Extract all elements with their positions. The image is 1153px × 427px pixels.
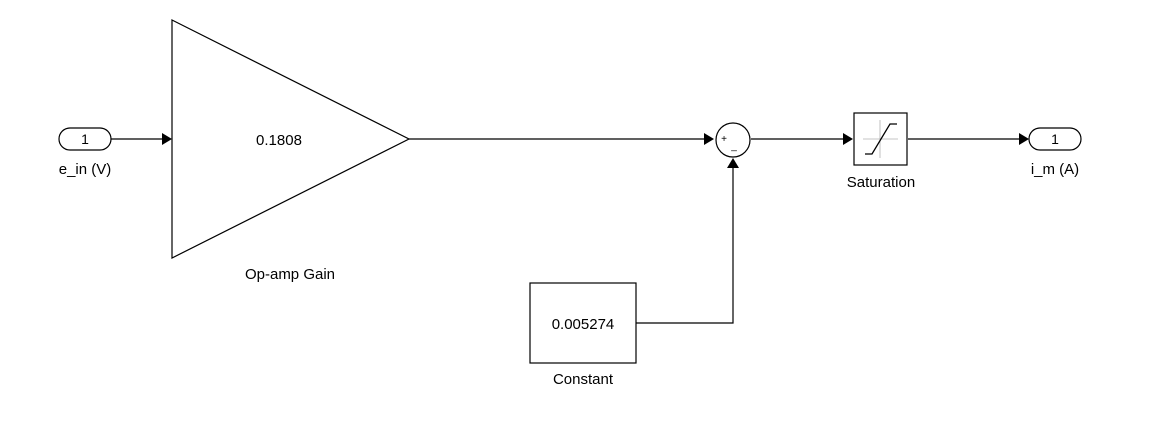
outport-label: i_m (A) bbox=[1031, 161, 1079, 178]
sum-circle[interactable] bbox=[715, 122, 751, 158]
gain-label: Op-amp Gain bbox=[245, 266, 335, 283]
signal-lines bbox=[111, 133, 1029, 324]
inport-block[interactable]: 1 e_in (V) bbox=[58, 127, 112, 178]
constant-value: 0.005274 bbox=[552, 316, 615, 333]
saturation-block[interactable]: Saturation bbox=[847, 112, 915, 191]
wire-saturation-to-outport-arrow bbox=[1019, 133, 1029, 145]
sum-minus-sign: _ bbox=[730, 141, 737, 152]
outport-shape[interactable] bbox=[1028, 127, 1082, 151]
saturation-icon bbox=[863, 120, 898, 158]
inport-number: 1 bbox=[81, 131, 89, 147]
gain-triangle[interactable] bbox=[171, 19, 411, 259]
constant-label: Constant bbox=[553, 371, 614, 388]
wire-sum-to-saturation-arrow bbox=[843, 133, 853, 145]
inport-label: e_in (V) bbox=[59, 161, 112, 178]
wire-inport-to-gain-arrow bbox=[162, 133, 172, 145]
gain-value: 0.1808 bbox=[256, 132, 302, 149]
outport-block[interactable]: 1 i_m (A) bbox=[1028, 127, 1082, 178]
constant-block[interactable]: 0.005274 Constant bbox=[529, 282, 637, 388]
constant-box[interactable] bbox=[529, 282, 637, 364]
outport-number: 1 bbox=[1051, 131, 1059, 147]
gain-block[interactable]: 0.1808 Op-amp Gain bbox=[171, 19, 411, 283]
saturation-label: Saturation bbox=[847, 174, 915, 191]
sum-plus-sign: + bbox=[721, 134, 727, 145]
wire-constant-to-sum[interactable] bbox=[636, 168, 734, 324]
wire-constant-to-sum-arrow bbox=[727, 158, 739, 168]
wire-gain-to-sum-arrow bbox=[704, 133, 714, 145]
sum-block[interactable]: + _ bbox=[715, 122, 751, 158]
inport-shape[interactable] bbox=[58, 127, 112, 151]
